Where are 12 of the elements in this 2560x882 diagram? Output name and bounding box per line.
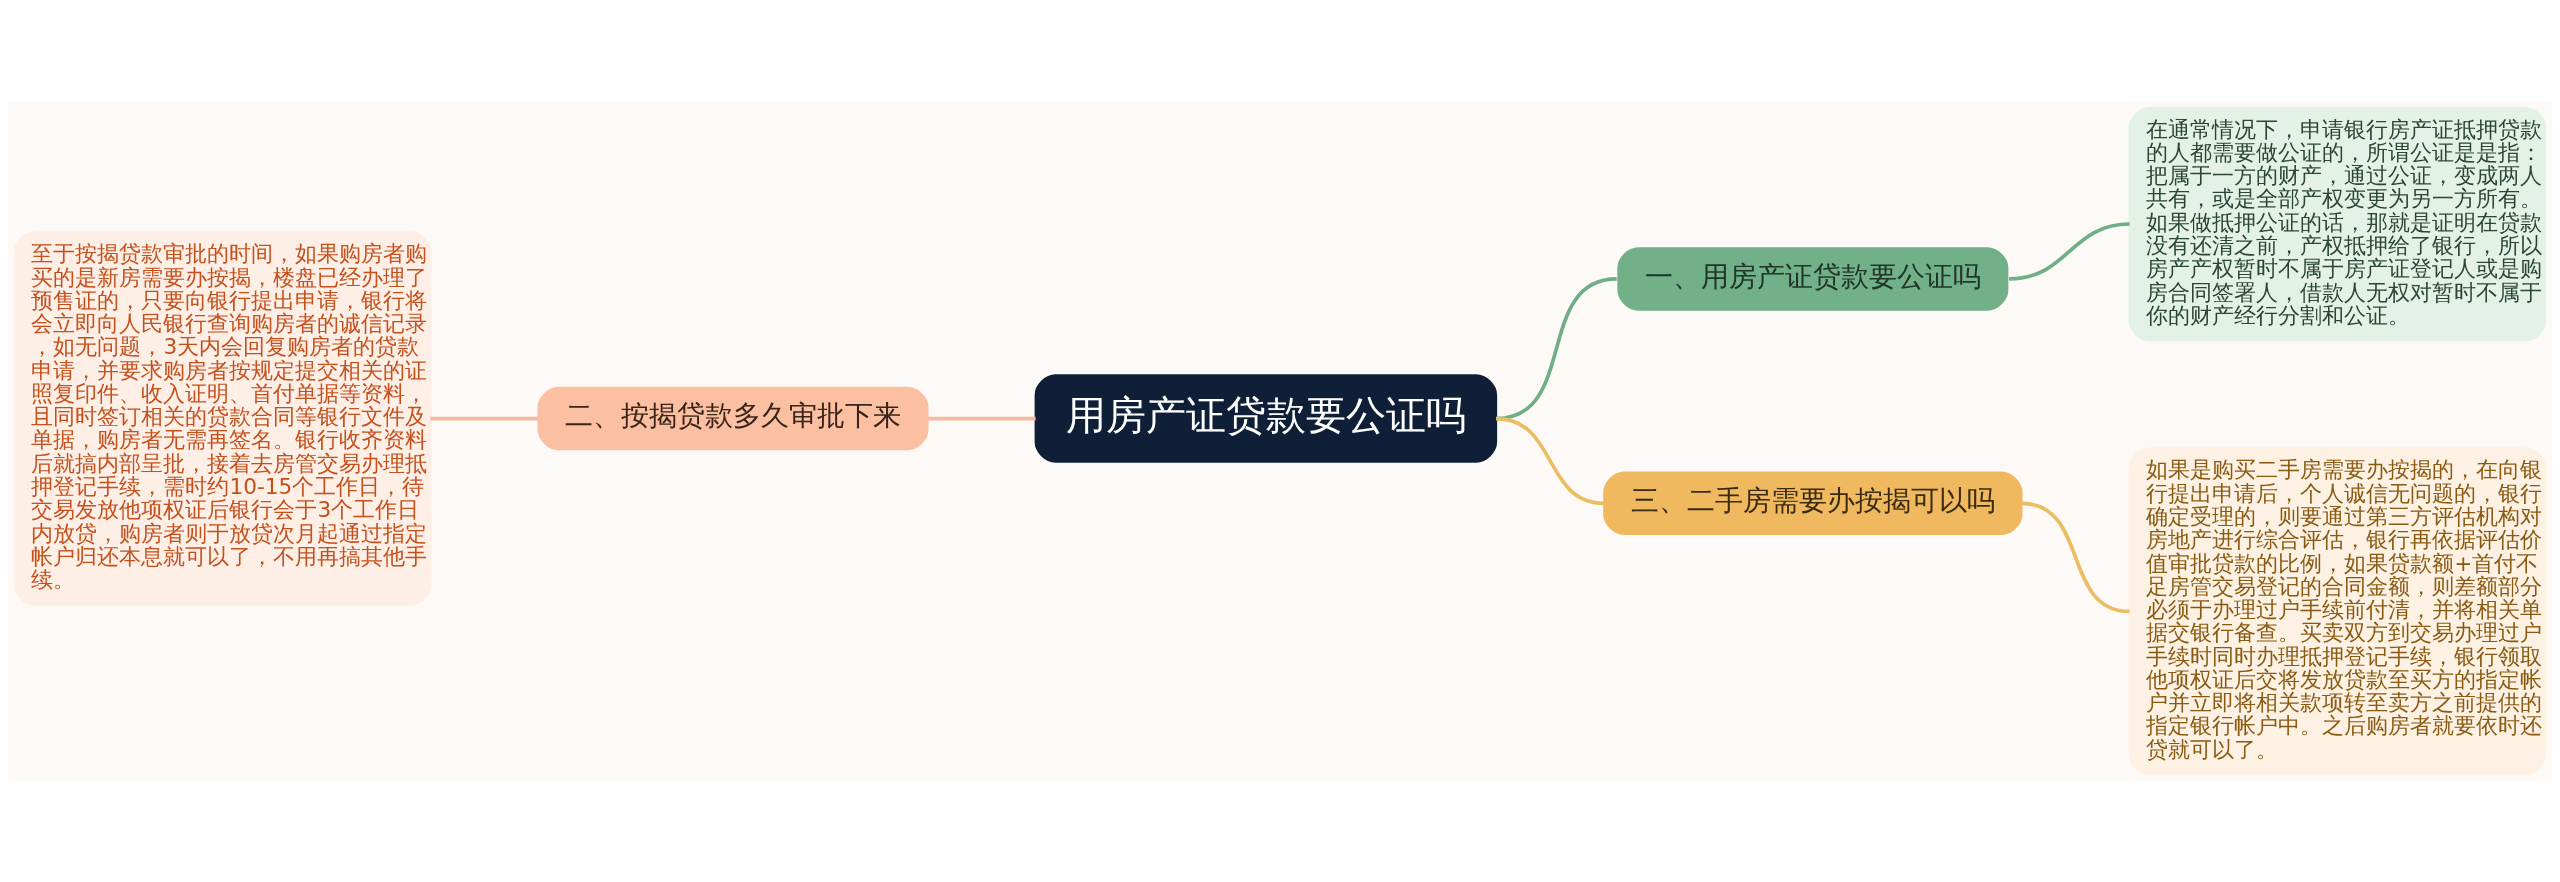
connector [2021,501,2130,614]
connector [2008,222,2130,281]
connector [430,416,539,421]
node-box: 至于按揭贷款审批的时间，如果购房者购买的是新房需要办按揭，楼盘已经办理了预售证的，只要向银行提出申请，银行将会立即向人民银行查询购房者的诚信记录，如无问题，3天内会回复购房者的贷款申请，并要求购房者按规定提交相关的证照复印件、收入证明、首付单据等资料，且同时签订相关的贷款合同等银行文件及单据，购房者无需再签名。银行收齐资料后就搞内部呈批，接着去房管交易办理抵押登记手续，需时约10-15个工作日，待交易发放他项权证后银行会于3个工作日内放贷，购房者则于放贷次月起通过指定帐户归还本息就可以了，不用再搞其他手续。 [13,231,432,606]
connector [927,416,1036,421]
node-box: 用房产证贷款要公证吗 [1034,374,1498,463]
node-box: 如果是购买二手房需要办按揭的，在向银行提出申请后，个人诚信无问题的，银行确定受理的，则要通过第三方评估机构对房地产进行综合评估，银行再依据评估价值审批贷款的比例，如果贷款额+首付不足房管交易登记的合同金额，则差额部分必须于办理过户手续前付清，并将相关单据交银行备查。买卖双方到交易办理过户手续时同时办理抵押登记手续，银行领取他项权证后交将发放贷款至买方的指定帐户并立即将相关款项转至卖方之前提供的指定银行帐户中。之后购房者就要依时还贷就可以了。 [2128,447,2547,776]
node-box: 一、用房产证贷款要公证吗 [1617,247,2009,311]
connector [1495,416,1605,506]
node-box: 三、二手房需要办按揭可以吗 [1603,471,2023,536]
node-box: 在通常情况下，申请银行房产证抵押贷款的人都需要做公证的，所谓公证是是指：把属于一方的财产，通过公证，变成两人共有，或是全部产权变更为另一方所有。如果做抵押公证的话，那就是证明在贷款没有还清之前，产权抵押给了银行，所以房产产权暂时不属于房产证登记人或是购房合同签署人，借款人无权对暂时不属于你的财产经行分割和公证。 [2128,106,2547,342]
node-box: 二、按揭贷款多久审批下来 [537,386,929,451]
